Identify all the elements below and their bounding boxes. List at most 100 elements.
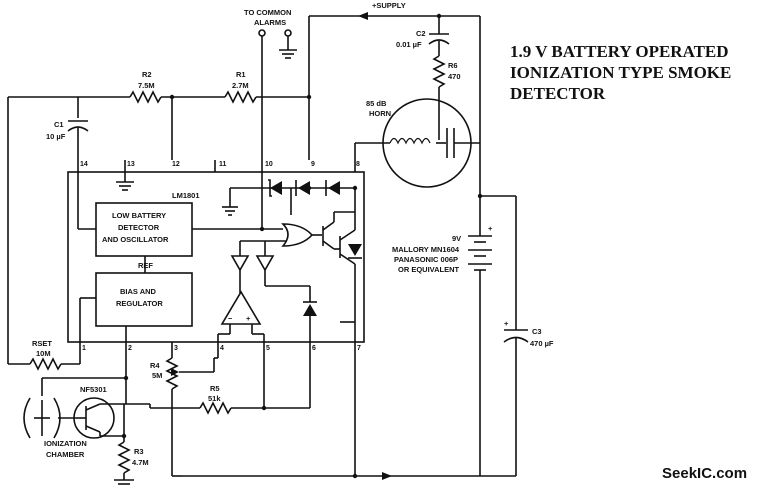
pin-14-label: 14	[80, 161, 88, 168]
osc-label-2: DETECTOR	[118, 223, 160, 232]
bias-label-1: BIAS AND	[120, 287, 157, 296]
transistor-2-emitter	[339, 253, 356, 265]
c1-value: 10 µF	[46, 132, 66, 141]
comparator-plus-icon: +	[246, 314, 251, 323]
pin-9-label: 9	[311, 161, 315, 168]
transistor-2-collector	[339, 229, 356, 241]
pin-3-label: 3	[174, 345, 178, 352]
r6-name: R6	[448, 61, 458, 70]
fet-drain	[85, 403, 101, 411]
supply-label: +SUPPLY	[372, 1, 406, 10]
ic-name-label: LM1801	[172, 191, 200, 200]
c1-name: C1	[54, 120, 64, 129]
pin-10-label: 10	[265, 161, 273, 168]
node-pin10-gate	[259, 226, 265, 232]
pin-4-label: 4	[220, 345, 224, 352]
r5-name: R5	[210, 384, 220, 393]
r4-name: R4	[150, 361, 160, 370]
buffer-2-icon	[255, 255, 275, 272]
fet-circle	[73, 397, 115, 439]
r3-name: R3	[134, 447, 144, 456]
pin-7-label: 7	[357, 345, 361, 352]
horn-coil	[389, 137, 431, 145]
horn-label-2: HORN	[369, 109, 391, 118]
title-line-2: IONIZATION TYPE SMOKE	[510, 63, 731, 82]
pin-12-label: 12	[172, 161, 180, 168]
horn-label-1: 85 dB	[366, 99, 387, 108]
c3-plus-icon: +	[504, 319, 509, 328]
alarms-label-2: ALARMS	[254, 18, 286, 27]
r4-wiper-arrow-icon	[171, 368, 179, 376]
pin-6-label: 6	[312, 345, 316, 352]
pin6-diode-icon	[303, 304, 317, 316]
alarm-terminal-1[interactable]	[258, 29, 266, 37]
ic-lm1801-outline	[67, 171, 365, 343]
zener-diode-bar	[268, 179, 272, 197]
title-line-1: 1.9 V BATTERY OPERATED	[510, 42, 729, 61]
r2-resistor	[129, 90, 162, 104]
or-gate-icon	[281, 223, 314, 247]
c3-value: 470 µF	[530, 339, 554, 348]
pin-2-label: 2	[128, 345, 132, 352]
node-pin5-r5	[261, 405, 267, 411]
battery-label-2: MALLORY MN1604	[392, 245, 460, 254]
node-pin9-diode	[306, 185, 312, 191]
r1-value: 2.7M	[232, 81, 249, 90]
battery-plus-icon: +	[488, 224, 493, 233]
pin-5-label: 5	[266, 345, 270, 352]
bias-regulator-block	[95, 272, 193, 327]
zener-diode-icon	[270, 181, 282, 195]
transistor-1-emitter	[322, 240, 335, 250]
comparator-icon	[220, 290, 262, 325]
r6-resistor	[432, 55, 446, 88]
bottom-rail-arrow-icon	[382, 472, 392, 480]
chamber-label-2: CHAMBER	[46, 450, 85, 459]
pin-13-label: 13	[127, 161, 135, 168]
node-fet-source	[121, 433, 127, 439]
r3-resistor	[117, 441, 131, 474]
c3-plate-bottom	[503, 336, 529, 343]
diode-2-icon	[328, 181, 340, 195]
alarm-terminal-2[interactable]	[284, 29, 292, 37]
battery-label-4: OR EQUIVALENT	[398, 265, 460, 274]
osc-label-3: AND OSCILLATOR	[102, 235, 169, 244]
c1-plate-bottom	[67, 126, 89, 132]
r6-value: 470	[448, 72, 461, 81]
c2-plate-bottom	[428, 39, 450, 45]
c2-value: 0.01 µF	[396, 40, 422, 49]
rset-resistor	[29, 357, 62, 371]
battery-label-1: 9V	[452, 234, 461, 243]
node-r2-pin12	[169, 94, 175, 100]
transistor-1-collector	[322, 221, 335, 231]
osc-label-1: LOW BATTERY	[112, 211, 166, 220]
fet-source	[85, 425, 101, 433]
r4-value: 5M	[152, 371, 162, 380]
chamber-left-arc	[23, 397, 31, 439]
chamber-label-1: IONIZATION	[44, 439, 87, 448]
buffer-1-icon	[230, 255, 250, 272]
rset-value: 10M	[36, 349, 51, 358]
bias-label-2: REGULATOR	[116, 299, 163, 308]
watermark: SeekIC.com	[662, 465, 747, 482]
c2-name: C2	[416, 29, 426, 38]
pin-8-label: 8	[356, 161, 360, 168]
diode-1-icon	[298, 181, 310, 195]
r5-value: 51k	[208, 394, 221, 403]
r5-resistor	[199, 401, 232, 415]
r3-value: 4.7M	[132, 458, 149, 467]
node-pin7-return	[352, 473, 358, 479]
pin-11-label: 11	[219, 161, 227, 168]
r2-name: R2	[142, 70, 152, 79]
rset-name: RSET	[32, 339, 52, 348]
r1-resistor	[224, 90, 257, 104]
title-line-3: DETECTOR	[510, 84, 606, 103]
clamp-diode-icon	[348, 244, 362, 256]
c3-name: C3	[532, 327, 542, 336]
comparator-minus-icon: −	[228, 314, 233, 323]
alarms-label-1: TO COMMON	[244, 8, 291, 17]
r2-value: 7.5M	[138, 81, 155, 90]
fet-label: NF5301	[80, 385, 107, 394]
supply-arrow-icon	[358, 12, 368, 20]
battery-label-3: PANASONIC 006P	[394, 255, 458, 264]
